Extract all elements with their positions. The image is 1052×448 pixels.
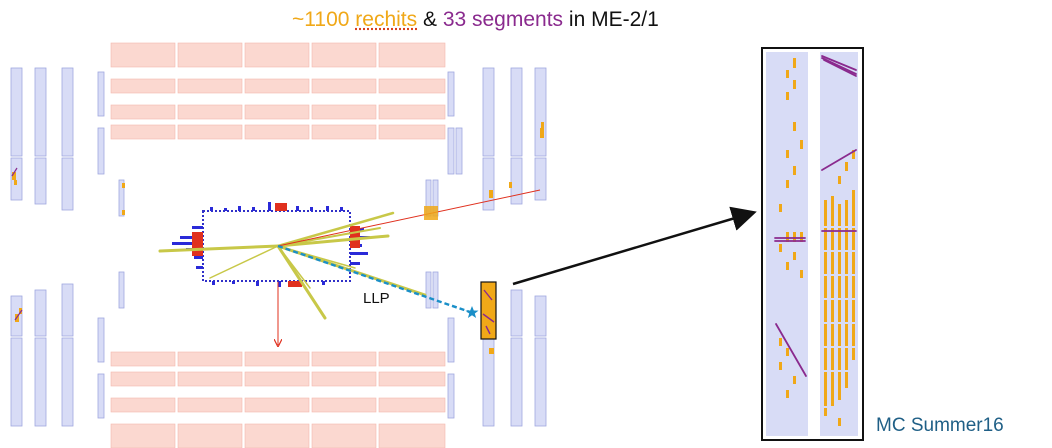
title-rechits: rechits — [355, 8, 418, 31]
segment-left-top — [11, 167, 18, 177]
mc-sample-label: MC Summer16 — [876, 415, 1004, 436]
barrel-chambers-bottom — [110, 351, 446, 448]
title-count: ~1100 — [292, 8, 356, 31]
highlight-chamber — [480, 281, 497, 340]
llp-label: LLP — [363, 290, 390, 307]
llp-track — [277, 244, 471, 314]
muon-track — [277, 189, 541, 247]
star-icon — [465, 306, 479, 318]
title-ampersand: & — [417, 8, 443, 31]
muon-hits — [424, 206, 438, 220]
endcap-chambers-right — [425, 67, 547, 427]
zoom-arrow-icon — [512, 206, 757, 286]
zoom-segments — [774, 55, 857, 377]
segment-left-bottom — [14, 309, 23, 321]
zoom-rechits — [779, 58, 855, 426]
zoom-rechit-gaps — [822, 226, 858, 372]
event-title: ~1100 rechits & 33 segments in ME-2/1 — [292, 8, 659, 32]
extra-hit — [489, 348, 493, 352]
endcap-chambers-left — [10, 67, 125, 427]
title-station: in ME-2/1 — [563, 8, 659, 31]
tracker-box — [172, 202, 370, 287]
barrel-chambers-top — [110, 42, 446, 140]
title-segments: 33 segments — [442, 8, 564, 31]
